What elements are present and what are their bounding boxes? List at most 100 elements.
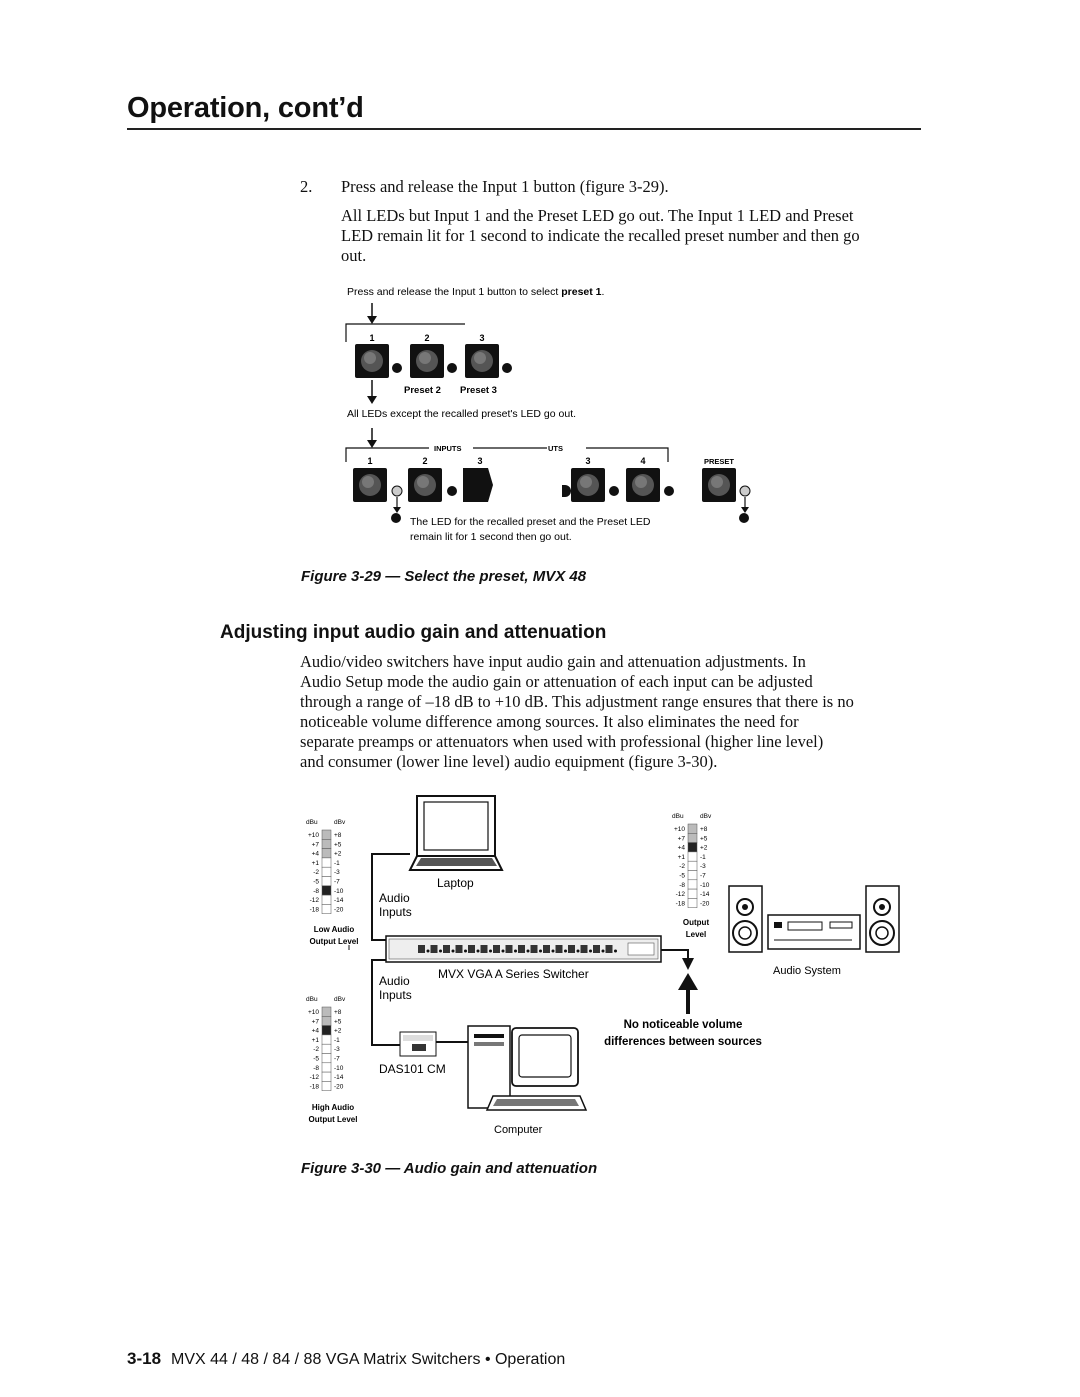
high-meter-dbv-header: dBv (334, 996, 346, 1003)
output-level-label-2: Level (686, 930, 706, 939)
low-meter-dbu-tick: -12 (310, 897, 320, 904)
output-meter-dbu-tick: -18 (676, 900, 686, 907)
high-meter-segment (321, 1034, 332, 1045)
switcher-button (493, 945, 500, 953)
step-detail-line-1: All LEDs but Input 1 and the Preset LED … (341, 206, 854, 225)
switcher-button (468, 945, 475, 953)
switcher-led (476, 949, 480, 953)
fig29-preset-button (702, 468, 736, 502)
low-meter-segment (321, 866, 332, 877)
output-meter-dbv-tick: +8 (700, 826, 708, 833)
step-detail-line-2: LED remain lit for 1 second to indicate … (341, 226, 860, 245)
fig29-leds-note: All LEDs except the recalled preset's LE… (347, 408, 576, 420)
high-meter-dbu-tick: -5 (313, 1056, 319, 1063)
fig29-preset-label: PRESET (704, 457, 734, 466)
low-meter-segment (321, 848, 332, 859)
switcher-led (526, 949, 530, 953)
fig29-top-button-2 (410, 344, 444, 378)
low-meter-dbv-tick: +2 (334, 851, 342, 858)
audio-system-label: Audio System (773, 965, 841, 977)
switcher-led (489, 949, 492, 953)
section-body-line-4: noticeable volume difference among sourc… (300, 712, 799, 731)
switcher-led (539, 949, 542, 953)
switcher-button (443, 945, 450, 953)
output-meter-segment (687, 888, 698, 899)
high-meter-dbv-tick: -3 (334, 1046, 340, 1053)
output-meter-dbv-tick: -7 (700, 873, 706, 880)
switcher-led (514, 949, 517, 953)
fig29-lit-led-preset (739, 513, 749, 523)
fig29-input-led-1 (391, 485, 403, 497)
high-meter-segment (321, 1025, 332, 1036)
switcher-led (439, 949, 442, 953)
low-meter-segment (321, 885, 332, 896)
high-meter-segment (321, 1081, 332, 1091)
computer-icon (467, 1025, 588, 1111)
fig29-bot-label-1: 1 (367, 456, 372, 466)
step-detail-line-3: out. (341, 246, 367, 265)
high-meter-segment (321, 1016, 332, 1026)
low-meter-dbv-tick: -20 (334, 906, 344, 913)
low-meter-segment (321, 894, 332, 905)
high-audio-label-2: Output Level (309, 1115, 358, 1124)
output-meter-dbu-tick: -12 (676, 891, 686, 898)
switcher-button (605, 945, 613, 953)
output-meter-dbu-header: dBu (672, 813, 684, 820)
switcher-button (505, 945, 513, 953)
low-meter-dbv-header: dBv (334, 819, 346, 826)
fig29-preset2: Preset 2 (404, 385, 441, 396)
high-meter-dbu-tick: -12 (310, 1074, 320, 1081)
figure-3-29-caption: Figure 3-29 — Select the preset, MVX 48 (301, 568, 587, 585)
fig29-input-button-2 (408, 468, 442, 502)
fig29-input-led-2 (447, 486, 457, 496)
header-rule (127, 128, 921, 130)
output-meter-dbu-tick: +1 (678, 854, 686, 861)
footer-text: MVX 44 / 48 / 84 / 88 VGA Matrix Switche… (171, 1351, 566, 1368)
switcher-front-panel (385, 935, 662, 963)
fig29-top-btn-label-3: 3 (479, 333, 484, 343)
output-meter-dbv-tick: -3 (700, 863, 706, 870)
output-meter-segment (687, 860, 698, 871)
low-meter-dbu-tick: -5 (313, 879, 319, 886)
fig29-top-led-2 (447, 363, 457, 373)
fig29-output-button-4 (626, 468, 660, 502)
high-meter-dbv-tick: -14 (334, 1074, 344, 1081)
output-meter-dbv-tick: -14 (700, 891, 710, 898)
fig29-preset-led (739, 485, 751, 497)
fig29-inputs-label: INPUTS (434, 444, 462, 453)
low-meter-dbv-tick: +5 (334, 841, 342, 848)
switcher-button (568, 945, 575, 953)
low-meter-dbu-tick: -8 (313, 888, 319, 895)
section-body-line-1: Audio/video switchers have input audio g… (300, 652, 806, 671)
switcher-led (551, 949, 555, 953)
high-meter-dbu-tick: +10 (308, 1009, 319, 1016)
low-meter-dbv-tick: +8 (334, 832, 342, 839)
fig29-bot-label-out4: 4 (640, 456, 645, 466)
high-meter-dbv-tick: +5 (334, 1018, 342, 1025)
computer-label: Computer (494, 1124, 543, 1136)
low-meter-dbu-tick: -18 (310, 906, 320, 913)
output-meter-dbv-tick: -1 (700, 854, 706, 861)
section-title: Adjusting input audio gain and attenuati… (220, 622, 607, 643)
low-audio-label-1: Low Audio (314, 925, 355, 934)
page-number: 3-18 (127, 1349, 162, 1368)
section-body-line-2: Audio Setup mode the audio gain or atten… (300, 672, 813, 691)
fig29-top-btn-label-2: 2 (424, 333, 429, 343)
output-meter-segment (687, 879, 698, 890)
step-number: 2. (300, 177, 313, 196)
high-meter-dbu-tick: +7 (312, 1018, 320, 1025)
output-meter-segment (687, 833, 698, 843)
low-meter-dbu-tick: -2 (313, 869, 319, 876)
low-meter-dbu-header: dBu (306, 819, 318, 826)
laptop-label: Laptop (437, 876, 474, 890)
section-body-line-5: separate preamps or attenuators when use… (300, 732, 824, 751)
switcher-led (589, 949, 592, 953)
high-meter-dbu-tick: +4 (312, 1028, 320, 1035)
switcher-button (593, 945, 600, 953)
switcher-button (518, 945, 525, 953)
low-meter-segment (321, 904, 332, 914)
fig29-lit-led-input (391, 513, 401, 523)
switcher-button (418, 945, 425, 953)
switcher-led (426, 949, 430, 953)
